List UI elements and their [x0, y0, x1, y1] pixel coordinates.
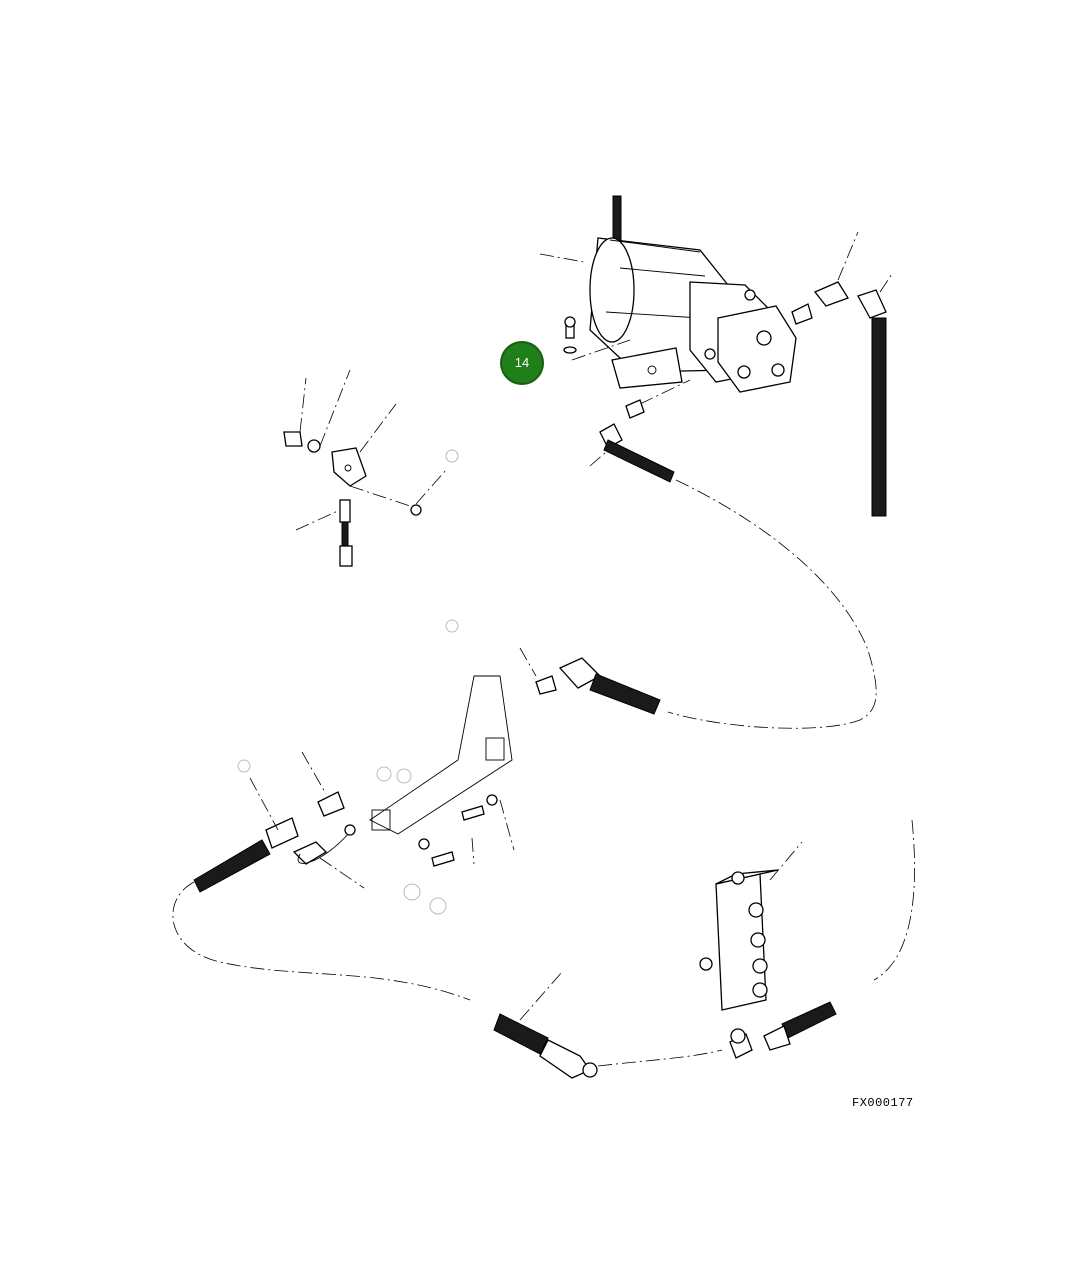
bottom-hose	[493, 971, 723, 1079]
right-return-hose	[791, 231, 893, 517]
mounting-plate	[369, 675, 515, 915]
motor-pump-assembly	[539, 195, 797, 405]
valve-block	[699, 819, 915, 1059]
drawing-reference-number: FX000177	[852, 1096, 914, 1110]
callout-14-button[interactable]: 14	[502, 343, 542, 383]
mid-hose	[445, 619, 661, 715]
left-hose-coupler	[172, 751, 471, 1001]
pump-outlet-hose	[589, 399, 877, 729]
sensor-bracket-assembly	[283, 369, 459, 567]
